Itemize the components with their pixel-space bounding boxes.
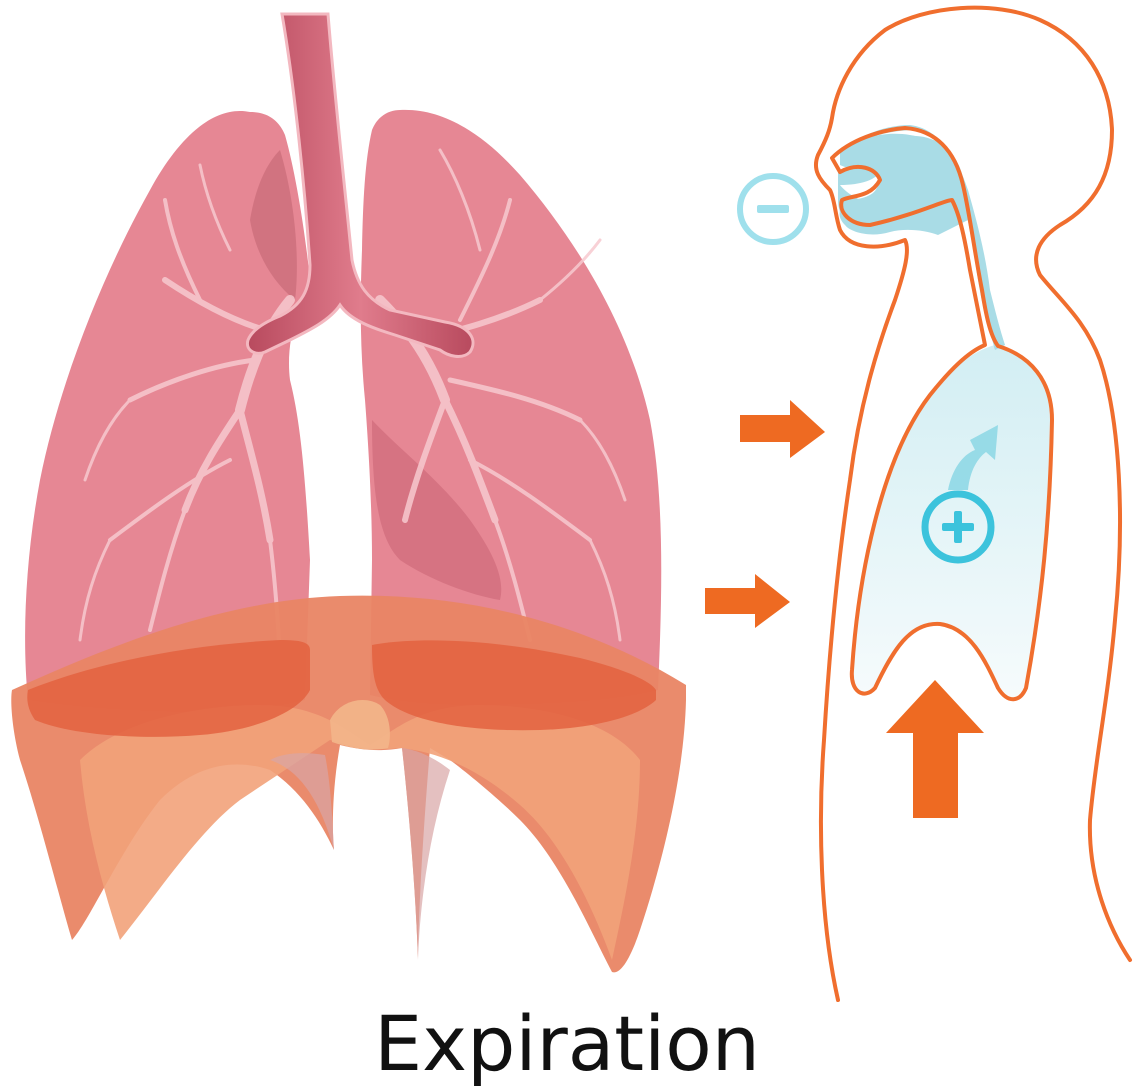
diaphragm-crus-right <box>402 748 450 960</box>
diagram-caption: Expiration <box>0 1000 1134 1088</box>
arrow-right-upper <box>740 400 825 458</box>
minus-sign-icon <box>740 176 806 242</box>
arrow-up <box>886 680 984 818</box>
chest-cavity <box>852 345 1050 699</box>
diaphragm <box>11 596 686 973</box>
body-schematic <box>816 8 1130 1000</box>
arrow-right-lower <box>705 574 790 628</box>
